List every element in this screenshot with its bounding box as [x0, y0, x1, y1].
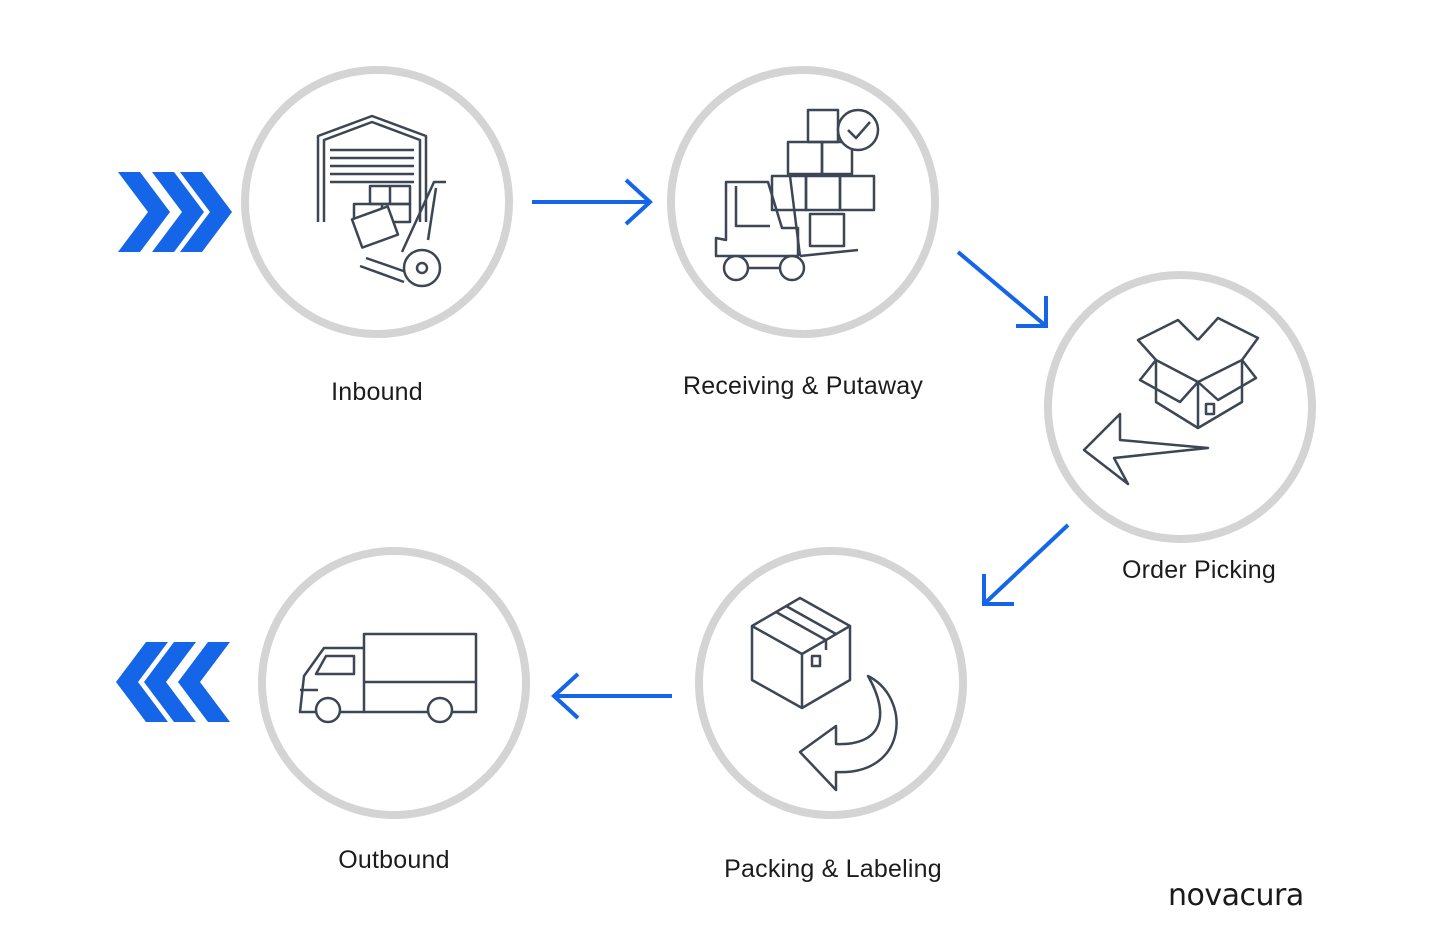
delivery-truck-icon — [298, 632, 478, 724]
step-label-receiving: Receiving & Putaway — [682, 372, 924, 400]
inbound-chevrons-icon — [118, 172, 232, 252]
connector-arrow-3 — [982, 523, 1070, 606]
step-circle-picking — [1044, 271, 1316, 543]
warehouse-dolly-icon — [316, 114, 446, 288]
sealed-box-curved-arrow-icon — [750, 596, 898, 792]
outbound-chevrons-icon — [116, 642, 230, 722]
step-circle-outbound — [258, 547, 530, 819]
step-label-inbound: Inbound — [331, 378, 423, 406]
open-box-arrow-icon — [1082, 316, 1260, 486]
step-label-outbound: Outbound — [338, 846, 450, 874]
connector-arrow-1 — [532, 178, 653, 226]
step-circle-packing — [695, 547, 967, 819]
step-circle-inbound — [241, 66, 513, 338]
forklift-boxes-icon — [714, 108, 880, 282]
step-label-packing: Packing & Labeling — [724, 855, 942, 883]
step-circle-receiving — [667, 66, 939, 338]
step-label-picking: Order Picking — [1121, 556, 1277, 584]
brand-logo: novacura — [1168, 878, 1304, 913]
connector-arrow-2 — [956, 250, 1048, 328]
connector-arrow-4 — [551, 672, 672, 720]
